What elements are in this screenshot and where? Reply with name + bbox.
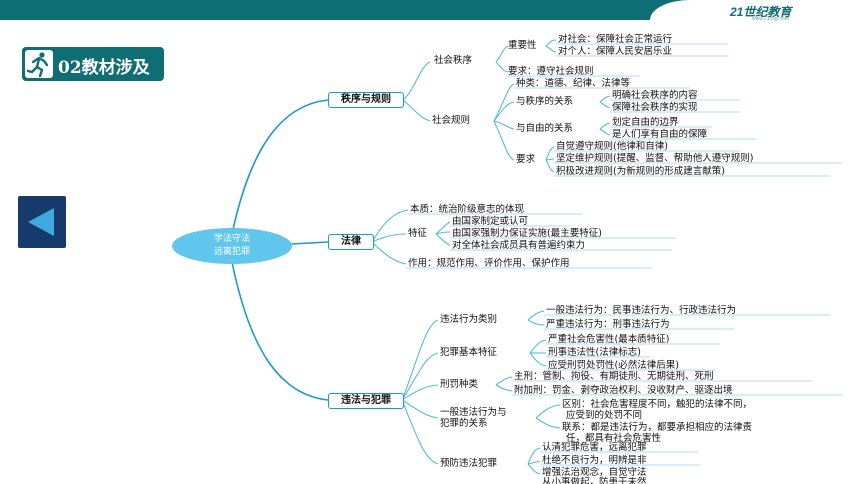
node-relation-item-1: 区别：社会危害程度不同，触犯的法律不同， — [562, 399, 753, 410]
node-social-order: 社会秩序 — [434, 55, 473, 66]
node-with-freedom-item-1: 划定自由的边界 — [612, 117, 679, 128]
node-crime-features: 犯罪基本特征 — [440, 347, 498, 358]
section-title: 02教材涉及 — [58, 58, 150, 78]
node-with-freedom: 与自由的关系 — [516, 123, 574, 134]
node-with-order-item-2: 保障社会秩序的实现 — [612, 102, 698, 113]
node-importance-item-1: 对社会：保障社会正常运行 — [558, 34, 673, 45]
node-relation-line-2: 犯罪的关系 — [440, 418, 488, 429]
node-prevention-item-2: 杜绝不良行为，明辨是非 — [542, 455, 647, 466]
node-social-rules: 社会规则 — [432, 115, 471, 126]
top-banner — [0, 0, 860, 20]
node-illegal-types: 违法行为类别 — [440, 314, 498, 325]
node-law-feature-item-2: 对全体社会成员具有普遍约束力 — [452, 240, 586, 251]
node-rule-req-item-2: 坚定维护规则(提醒、监督、帮助他人遵守规则) — [556, 153, 754, 164]
node-prevention-item-4: 从小事做起，防患于未然 — [542, 477, 647, 484]
banner-curve — [650, 0, 860, 20]
center-line-1: 学法守法 — [213, 234, 250, 244]
node-crime-feature-item-1: 严重社会危害性(最本质特征) — [548, 334, 670, 345]
node-relation-item-3: 联系：都是违法行为，都要承担相应的法律责 — [562, 422, 753, 433]
center-line-2: 远离犯罪 — [213, 247, 250, 257]
node-prevention-item-3: 增强法治观念，自觉守法 — [542, 467, 647, 478]
node-relation-line-1: 一般违法行为与 — [440, 407, 507, 418]
node-prevention-item-1: 认清犯罪危害，远离犯罪 — [542, 442, 647, 453]
node-with-order: 与秩序的关系 — [516, 96, 574, 107]
node-crime-feature-item-2: 刑事违法性(法律标志) — [548, 347, 641, 358]
node-illegal-type-item-1: 一般违法行为：民事违法行为、行政违法行为 — [546, 305, 737, 316]
node-law-features: 特征 — [408, 228, 428, 239]
node-with-freedom-item-2: 是人们享有自由的保障 — [612, 129, 708, 140]
mindmap-center-node: 学法守法 远离犯罪 — [172, 228, 292, 264]
node-order-requirement: 要求：遵守社会规则 — [508, 66, 594, 77]
node-importance: 重要性 — [508, 40, 537, 51]
branch-law: 法律 — [328, 234, 374, 250]
node-relation-item-4: 任，都具有社会危害性 — [566, 433, 662, 444]
node-relation-item-2: 应受到的处罚不同 — [566, 410, 643, 421]
branch-order: 秩序与规则 — [328, 92, 404, 108]
node-crime-feature-item-3: 应受刑罚处罚性(必然法律后果) — [548, 360, 679, 371]
node-illegal-type-item-2: 严重违法行为：刑事违法行为 — [546, 319, 670, 330]
node-penalties: 刑罚种类 — [440, 379, 479, 390]
branch-crime: 违法与犯罪 — [328, 393, 404, 409]
node-importance-item-2: 对个人：保障人民安居乐业 — [558, 46, 673, 57]
node-law-essence: 本质：统治阶级意志的体现 — [410, 204, 525, 215]
node-with-order-item-1: 明确社会秩序的内容 — [612, 90, 698, 101]
node-penalty-item-2: 附加刑：罚金、剥夺政治权利、没收财产、驱逐出境 — [514, 385, 733, 396]
left-arrow-icon — [28, 208, 54, 236]
brand-logo-url: www.21cnjy.com — [752, 16, 789, 22]
node-law-made-by-state: 由国家制定或认可 — [452, 216, 529, 227]
node-rule-req-item-3: 积极改进规则(为新规则的形成建言献策) — [556, 166, 725, 177]
node-rule-req-item-1: 自觉遵守规则(他律和自律) — [556, 141, 668, 152]
connector-center-law — [291, 241, 329, 245]
node-prevention: 预防违法犯罪 — [440, 458, 498, 469]
running-person-icon — [25, 50, 53, 78]
brand-logo: 21世纪教育 — [730, 5, 792, 19]
node-law-functions: 作用：规范作用、评价作用、保护作用 — [408, 258, 570, 269]
node-rule-types: 种类：道德、纪律、法律等 — [516, 78, 631, 89]
node-rule-requirements: 要求 — [516, 154, 536, 165]
connector-center-order — [231, 99, 329, 235]
node-law-feature-item-1: 由国家强制力保证实施(最主要特征) — [452, 228, 602, 239]
node-penalty-item-1: 主刑：管制、拘役、有期徒刑、无期徒刑、死刑 — [514, 371, 714, 382]
section-title-badge: 02教材涉及 — [22, 47, 164, 81]
connector-center-crime — [231, 261, 329, 401]
previous-slide-button[interactable] — [18, 196, 66, 248]
